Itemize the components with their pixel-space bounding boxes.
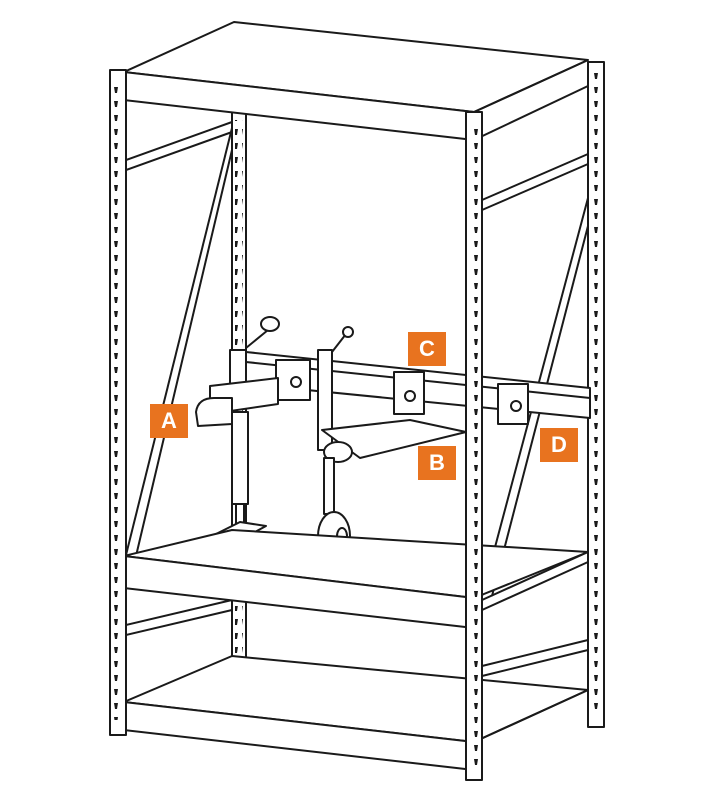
callout-d: D	[540, 428, 578, 462]
callout-a: A	[150, 404, 188, 438]
middle-shelf	[123, 529, 589, 629]
front-left-upright	[109, 69, 127, 736]
mount-bracket-2	[393, 371, 425, 415]
top-shelf	[123, 21, 589, 141]
mount-bracket-1	[275, 359, 311, 401]
tongue-jack-a	[195, 316, 280, 541]
mount-bracket-3	[497, 383, 529, 425]
front-right-upright	[465, 111, 483, 781]
left-side-bracing	[125, 121, 233, 636]
callout-b: B	[418, 446, 456, 480]
bottom-shelf	[123, 655, 589, 771]
callout-c: C	[408, 332, 446, 366]
